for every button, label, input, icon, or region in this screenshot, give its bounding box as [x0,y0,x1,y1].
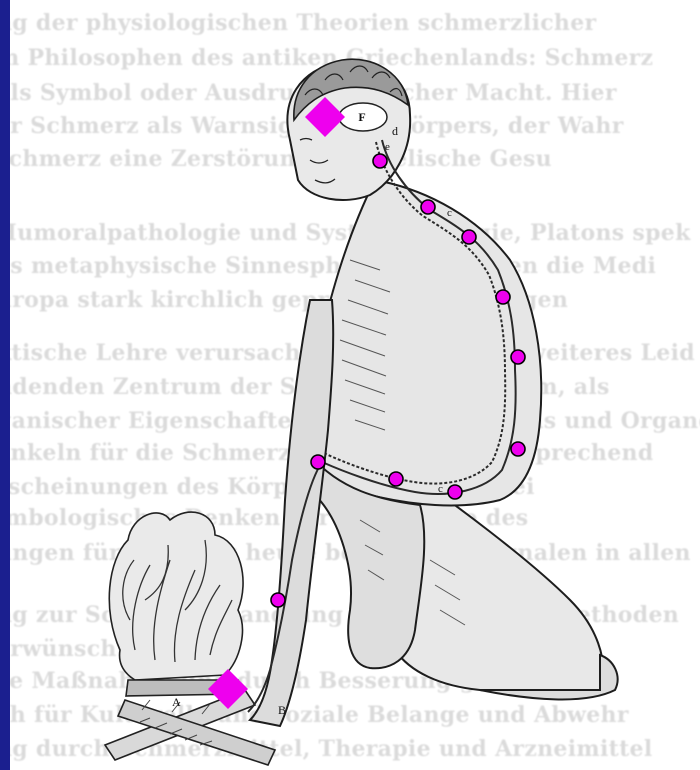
label-e: e [385,141,390,153]
pathway-circle-marker [496,290,510,304]
figure-arm [250,300,333,726]
fire-drawing [105,512,275,765]
label-B: B [278,703,286,717]
pathway-circle-marker [448,485,462,499]
fire-flames [109,512,243,680]
figure-torso [306,180,541,505]
pathway-circle-marker [511,442,525,456]
pathway-circle-marker [271,593,285,607]
image-panel: ng der physiologischen Theorien schmerzl… [10,0,700,770]
pathway-circle-marker [511,350,525,364]
label-A: A [172,695,181,709]
pathway-circle-marker [311,455,325,469]
pathway-circle-marker [373,154,387,168]
pathway-circle-marker [462,230,476,244]
descartes-pain-pathway-illustration: F d e c c A B [10,0,700,770]
pathway-circle-marker [421,200,435,214]
kneeling-boy-figure [250,59,618,726]
label-d: d [392,124,398,138]
label-F: F [358,110,365,124]
pathway-circle-marker [389,472,403,486]
label-c-upper: c [447,207,452,219]
label-c-lower: c [438,483,443,495]
